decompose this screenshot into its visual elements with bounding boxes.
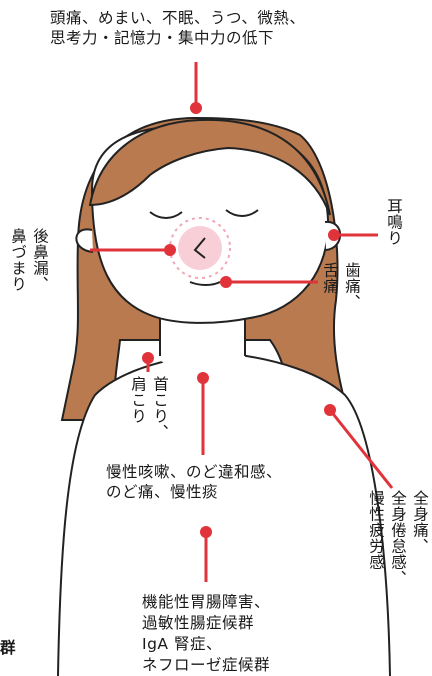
label-gut: 機能性胃腸障害、 過敏性腸症候群 IgA 腎症、 ネフローゼ症候群: [142, 592, 270, 676]
label-head-line1: 頭痛、めまい、不眠、うつ、微熱、: [50, 9, 305, 27]
label-gut-line4: ネフローゼ症候群: [142, 656, 270, 674]
label-body-col3: 慢性疲労感: [366, 490, 386, 570]
label-gut-line2: 過敏性腸症候群: [142, 614, 254, 632]
label-head: 頭痛、めまい、不眠、うつ、微熱、 思考力・記憶力・集中力の低下: [50, 8, 305, 48]
nose-glow: [178, 226, 222, 270]
label-shoulder-col2: 肩こり: [128, 376, 148, 424]
label-body-col2: 全身倦怠感、: [388, 490, 408, 586]
label-head-line2: 思考力・記憶力・集中力の低下: [50, 29, 274, 47]
label-gut-line3: IgA 腎症、: [142, 635, 222, 653]
label-throat-line2: のど痛、慢性痰: [106, 483, 218, 501]
label-throat-line1: 慢性咳嗽、のど違和感、: [106, 463, 282, 481]
label-ear: 耳鳴り: [384, 198, 404, 246]
label-body-col1: 全身痛、: [410, 490, 430, 554]
label-ear-c2: 鳴: [385, 214, 403, 230]
label-partial-left: 群: [0, 638, 16, 658]
label-ear-c3: り: [385, 230, 403, 246]
label-shoulder-col1: 首こり、: [150, 376, 170, 440]
label-throat: 慢性咳嗽、のど違和感、 のど痛、慢性痰: [106, 462, 282, 502]
label-gut-line1: 機能性胃腸障害、: [142, 593, 270, 611]
label-mouth-col1: 歯痛、: [342, 262, 362, 310]
label-postnasal-col2: 鼻づまり: [8, 228, 28, 292]
label-postnasal-col1: 後鼻漏、: [30, 228, 50, 292]
label-mouth-col2: 舌痛: [320, 262, 340, 294]
label-ear-c1: 耳: [385, 198, 403, 214]
